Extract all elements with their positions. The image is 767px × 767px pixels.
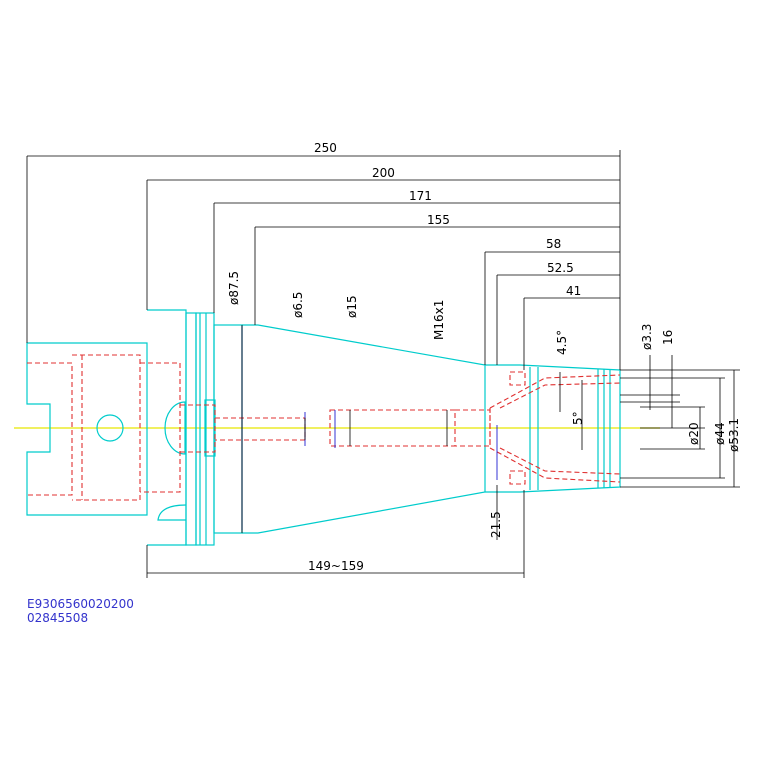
part-number-line-2: 02845508	[27, 611, 89, 625]
dim-171: 171	[409, 189, 432, 203]
dim-16: 16	[661, 330, 675, 345]
dim-200: 200	[372, 166, 395, 180]
dim-dia-20: ø20	[687, 422, 701, 445]
dim-dia-3-3: ø3.3	[640, 324, 654, 350]
dim-angle-5: 5°	[571, 411, 585, 425]
dim-250: 250	[314, 141, 337, 155]
dim-angle-4-5: 4.5°	[555, 330, 569, 355]
dim-58: 58	[546, 237, 561, 251]
dim-dia-87-5: ø87.5	[227, 271, 241, 305]
dim-dia-53-1: ø53.1	[727, 418, 741, 452]
part-number-line-1: E9306560020200	[27, 597, 134, 611]
dim-155: 155	[427, 213, 450, 227]
dim-21-5: 21.5	[489, 511, 503, 538]
dim-149-159: 149~159	[308, 559, 364, 573]
dimension-lines	[26, 150, 740, 578]
dim-dia-15: ø15	[345, 295, 359, 318]
dim-m16x1: M16x1	[432, 300, 446, 340]
dim-41: 41	[566, 284, 581, 298]
dimension-texts: 250 200 171 155 58 52.5 41 149~159 ø87.5…	[227, 141, 741, 573]
hidden-lines	[27, 354, 621, 501]
dim-dia-44: ø44	[713, 422, 727, 445]
dim-dia-6-5: ø6.5	[291, 292, 305, 318]
dim-52-5: 52.5	[547, 261, 574, 275]
